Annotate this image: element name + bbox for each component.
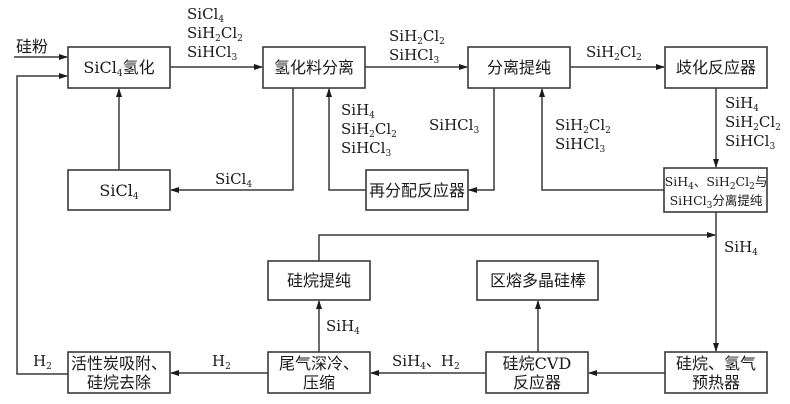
flow-purification-to-redistribution [468, 88, 495, 193]
stream-label-line: H2 [33, 352, 52, 372]
label-sep-to-sicl4: SiCl4 [215, 170, 252, 190]
node-hydrogenation-label: SiCl4氢化 [83, 58, 154, 79]
node-redistribution-reactor-label: 再分配反应器 [369, 181, 465, 200]
stream-label-line: SiCl4 [187, 5, 224, 25]
stream-label-line: H2 [212, 352, 231, 372]
node-zone-melt-rod: 区熔多晶硅棒 [476, 260, 599, 301]
node-carbon-adsorption-line1: 活性炭吸附、 [71, 354, 167, 373]
stream-label-line: SiHCl3 [341, 139, 391, 159]
node-preheater-line2: 预热器 [692, 373, 740, 392]
label-purif-to-disp: SiH2Cl2 [586, 43, 642, 63]
stream-label-line: SiH4 [326, 317, 360, 337]
label-cvd-to-tail: SiH4、H2 [392, 352, 460, 372]
node-redistribution-reactor: 再分配反应器 [365, 169, 469, 211]
node-disproportionation-reactor: 歧化反应器 [664, 46, 768, 89]
node-hydro-separation: 氢化料分离 [262, 46, 366, 89]
stream-label-line: SiH2Cl2 [389, 27, 445, 47]
node-hydro-separation-label: 氢化料分离 [274, 58, 354, 77]
flow-separation-to-sicl4 [170, 88, 294, 193]
stream-label-line: SiH4、H2 [392, 352, 460, 372]
label-tail-to-purif: SiH4 [326, 317, 360, 337]
stream-label-line: SiH2Cl2 [555, 116, 611, 136]
node-silane-chlorosilane-separation: SiH4、SiH2Cl2与 SiHCl3分离提纯 [663, 167, 768, 213]
stream-label-line: SiH4 [341, 101, 375, 121]
flow-h2-recycle [16, 73, 68, 375]
label-purif-to-redist: SiHCl3 [429, 116, 479, 136]
input-silicon-powder-label: 硅粉 [16, 37, 48, 56]
node-silane-purification: 硅烷提纯 [267, 260, 371, 301]
node-tail-gas-cooling: 尾气深冷、 压缩 [267, 351, 371, 394]
stream-label-line: SiH2Cl2 [187, 24, 243, 44]
connectors [14, 54, 719, 376]
stream-label-line: SiCl4 [215, 170, 252, 190]
label-carbon-to-hydro: H2 [33, 352, 52, 372]
node-carbon-adsorption-line2: 硅烷去除 [87, 373, 151, 392]
stream-label-line: SiH2Cl2 [725, 113, 781, 133]
node-preheater: 硅烷、氢气 预热器 [664, 351, 768, 394]
label-silane-down: SiH4 [724, 238, 758, 258]
stream-label-line: SiH2Cl2 [586, 43, 642, 63]
label-tail-to-carbon: H2 [212, 352, 231, 372]
flow-silane-purif-to-main [318, 232, 716, 261]
node-preheater-line1: 硅烷、氢气 [676, 354, 756, 373]
stream-label-line: SiHCl3 [429, 116, 479, 136]
stream-label-line: SiHCl3 [725, 132, 775, 152]
node-zone-melt-rod-label: 区熔多晶硅棒 [490, 271, 586, 290]
stream-label-line: SiHCl3 [555, 135, 605, 155]
node-cvd-line1: 硅烷CVD [503, 354, 572, 373]
node-separation-purification: 分离提纯 [467, 46, 571, 89]
stream-label-line: SiH4 [725, 94, 759, 114]
node-cvd-reactor: 硅烷CVD 反应器 [485, 351, 589, 394]
stream-label-line: SiH2Cl2 [341, 120, 397, 140]
node-silane-sep-line2: SiHCl3分离提纯 [670, 193, 763, 211]
node-separation-purification-label: 分离提纯 [487, 58, 551, 77]
stream-label-line: SiHCl3 [389, 46, 439, 66]
stream-label-line: SiH4 [724, 238, 758, 258]
flow-sep2-to-purification [539, 88, 664, 191]
node-hydrogenation: SiCl4氢化 [67, 46, 171, 89]
stream-label-line: SiHCl3 [187, 43, 237, 63]
node-tail-gas-line2: 压缩 [303, 373, 335, 392]
node-tail-gas-line1: 尾气深冷、 [279, 354, 359, 373]
node-silane-sep-line1: SiH4、SiH2Cl2与 [665, 174, 768, 192]
node-cvd-line2: 反应器 [513, 373, 561, 392]
node-carbon-adsorption: 活性炭吸附、 硅烷去除 [67, 351, 171, 394]
node-silane-purification-label: 硅烷提纯 [287, 271, 351, 290]
node-sicl4-store-label: SiCl4 [99, 181, 138, 202]
node-sicl4-store: SiCl4 [67, 169, 171, 211]
flow-redistribution-to-separation [326, 88, 366, 191]
node-disproportionation-reactor-label: 歧化反应器 [676, 58, 756, 77]
